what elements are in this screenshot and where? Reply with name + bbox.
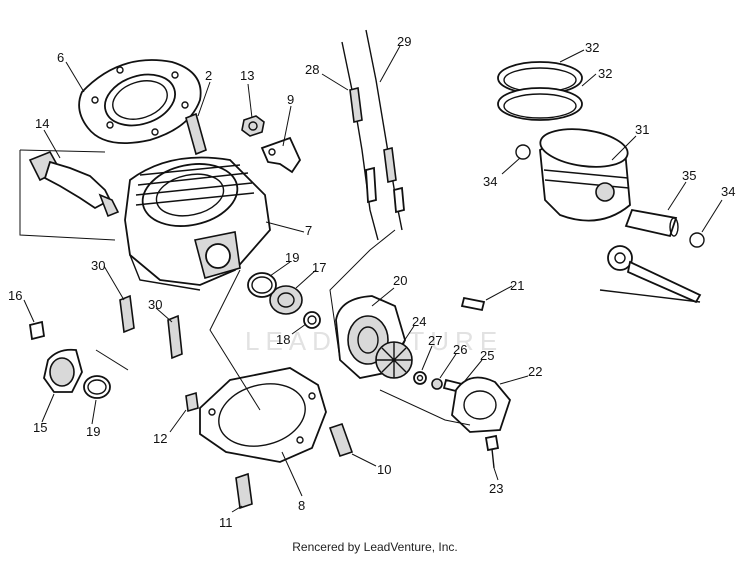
callout-11: 11 xyxy=(219,515,233,530)
callout-17: 17 xyxy=(312,260,326,275)
bolt-part-23 xyxy=(484,434,500,469)
spark-plug-part-14 xyxy=(28,150,120,218)
callout-16: 16 xyxy=(8,288,22,303)
o-ring-part-19-b xyxy=(83,375,111,399)
callout-35: 35 xyxy=(682,168,696,183)
callout-12: 12 xyxy=(153,431,167,446)
nut-part-13 xyxy=(241,115,265,137)
bolt-part-16 xyxy=(28,320,46,341)
callout-26: 26 xyxy=(453,342,467,357)
callout-30-lower: 30 xyxy=(148,297,162,312)
callout-32-upper: 32 xyxy=(585,40,599,55)
connecting-rod xyxy=(599,245,702,304)
intake-manifold-part-15 xyxy=(43,348,83,393)
callout-28: 28 xyxy=(305,62,319,77)
stud-part-11 xyxy=(235,472,253,510)
callout-8: 8 xyxy=(298,498,305,513)
callout-31: 31 xyxy=(635,122,649,137)
callout-22: 22 xyxy=(528,364,542,379)
callout-10: 10 xyxy=(377,462,391,477)
callout-34-left: 34 xyxy=(483,174,497,189)
callout-15: 15 xyxy=(33,420,47,435)
stud-part-30-b xyxy=(167,314,183,360)
stud-part-30-a xyxy=(119,294,135,334)
piston-pin-part-35 xyxy=(624,208,679,238)
cylinder-part-7 xyxy=(124,156,271,291)
callout-30-upper: 30 xyxy=(91,258,105,273)
callout-19: 19 xyxy=(285,250,299,265)
assembly-guide-lines xyxy=(19,149,471,426)
callout-14: 14 xyxy=(35,116,49,131)
callout-23: 23 xyxy=(489,481,503,496)
callout-21: 21 xyxy=(510,278,524,293)
callout-32-lower: 32 xyxy=(598,66,612,81)
callout-25: 25 xyxy=(480,348,494,363)
circlip-part-34-b xyxy=(689,232,705,248)
bracket-part-9 xyxy=(260,136,302,174)
stud-part-2 xyxy=(185,112,207,156)
circlip-part-34-a xyxy=(515,144,531,160)
callout-19-lower: 19 xyxy=(86,424,100,439)
piston-ring-part-32-a xyxy=(497,61,583,95)
cable-part-29 xyxy=(365,29,405,231)
callout-29: 29 xyxy=(397,34,411,49)
callout-27: 27 xyxy=(428,333,442,348)
impeller-part-24 xyxy=(375,341,413,379)
dowel-part-12 xyxy=(185,391,199,413)
washer-part-27 xyxy=(413,371,427,385)
footer-credit: Rencered by LeadVenture, Inc. xyxy=(292,540,458,554)
callout-20: 20 xyxy=(393,273,407,288)
washer-part-26 xyxy=(431,378,443,390)
o-ring-part-18 xyxy=(303,311,321,329)
callout-7: 7 xyxy=(305,223,312,238)
callouts: 6 2 13 9 28 29 32 32 14 31 34 35 34 7 19… xyxy=(8,34,735,530)
cable-part-28 xyxy=(341,41,379,241)
callout-9: 9 xyxy=(287,92,294,107)
head-gasket-part-6 xyxy=(78,59,202,145)
o-ring-part-19 xyxy=(247,272,277,298)
base-gasket-part-8 xyxy=(199,367,327,463)
callout-24: 24 xyxy=(412,314,426,329)
callout-34-right: 34 xyxy=(721,184,735,199)
bearing-part-17 xyxy=(269,285,303,315)
piston-ring-part-32-b xyxy=(497,87,583,121)
callout-13: 13 xyxy=(240,68,254,83)
callout-6: 6 xyxy=(57,50,64,65)
callout-18: 18 xyxy=(276,332,290,347)
pump-cover-part-22 xyxy=(451,376,512,433)
piston-part-31 xyxy=(539,128,631,222)
stud-part-10 xyxy=(328,422,354,458)
bolt-part-21 xyxy=(460,296,486,312)
callout-2: 2 xyxy=(205,68,212,83)
